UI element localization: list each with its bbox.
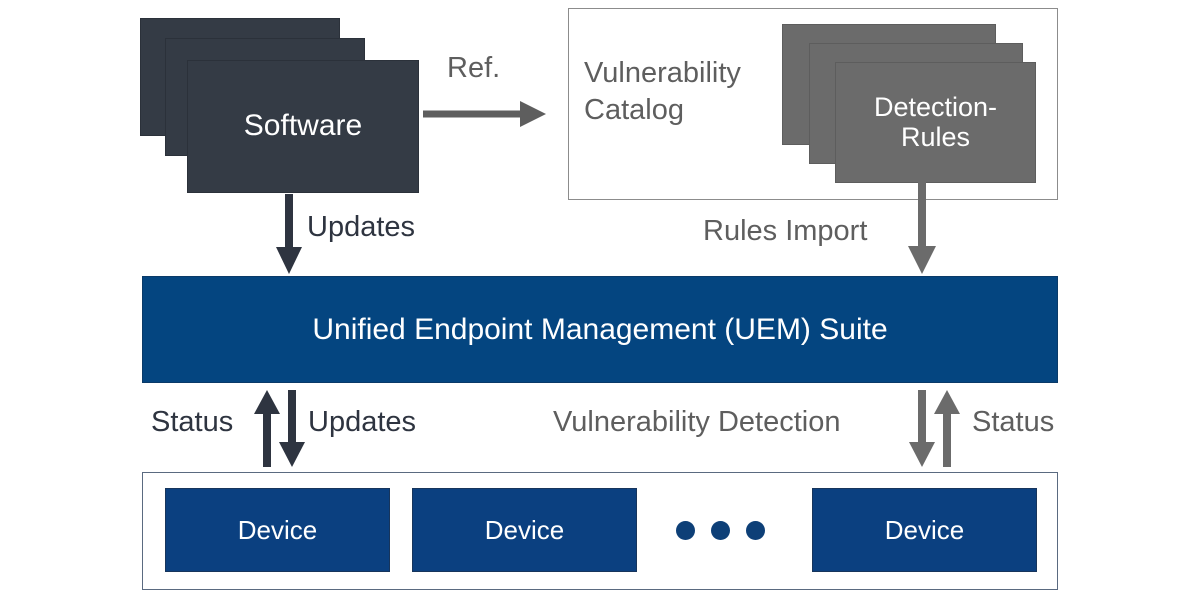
device-label: Device — [484, 514, 565, 545]
device-box: Device — [165, 488, 390, 572]
device-label: Device — [884, 514, 965, 545]
device-box: Device — [812, 488, 1037, 572]
vulnerability-detection-arrow — [909, 390, 935, 467]
detection-rules-label-line2: Rules — [900, 121, 971, 152]
detection-rules-stack: Detection- Rules — [782, 24, 1042, 186]
updates-bottom-arrow-label: Updates — [308, 406, 417, 438]
ellipsis-dot — [676, 521, 695, 540]
updates-top-arrow — [276, 194, 302, 274]
device-box: Device — [412, 488, 637, 572]
status-left-arrow — [254, 390, 280, 467]
detection-rules-card-front: Detection- Rules — [835, 62, 1036, 183]
vulnerability-catalog-label: Vulnerability Catalog — [584, 55, 814, 129]
ellipsis-dot — [711, 521, 730, 540]
vulnerability-catalog-label-line1: Vulnerability — [584, 57, 741, 89]
detection-rules-label-line1: Detection- — [873, 92, 998, 123]
device-label: Device — [237, 514, 318, 545]
updates-bottom-arrow — [279, 390, 305, 467]
status-right-arrow — [934, 390, 960, 467]
ellipsis-dot — [746, 521, 765, 540]
status-right-arrow-label: Status — [972, 406, 1055, 438]
software-stack: Software — [140, 18, 420, 193]
rules-import-arrow-label: Rules Import — [703, 215, 868, 247]
ref-arrow-label: Ref. — [447, 52, 501, 84]
vulnerability-catalog-label-line2: Catalog — [584, 94, 684, 127]
status-left-arrow-label: Status — [151, 406, 234, 438]
software-card-front: Software — [187, 60, 419, 193]
uem-suite-bar: Unified Endpoint Management (UEM) Suite — [142, 276, 1058, 383]
uem-suite-label: Unified Endpoint Management (UEM) Suite — [312, 312, 888, 346]
ref-arrow — [423, 101, 546, 127]
updates-top-arrow-label: Updates — [307, 211, 416, 243]
vulnerability-detection-arrow-label: Vulnerability Detection — [553, 406, 841, 438]
software-label: Software — [243, 109, 363, 143]
rules-import-arrow — [908, 180, 936, 274]
